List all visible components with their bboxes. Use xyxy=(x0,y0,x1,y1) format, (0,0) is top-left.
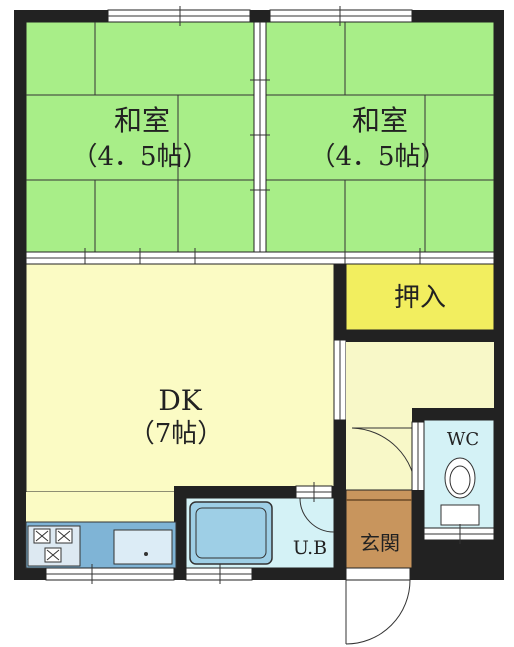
washitsu-right xyxy=(265,21,495,253)
entrance-door-swing xyxy=(345,579,411,645)
oshiire xyxy=(345,263,495,331)
washitsu-left-size: （4．5帖） xyxy=(71,142,208,172)
sink-icon xyxy=(113,529,173,565)
kitchen-counter xyxy=(25,521,177,569)
top-windows xyxy=(107,6,413,26)
washitsu-left-name: 和室 xyxy=(114,104,170,137)
genkan xyxy=(345,489,413,569)
oshiire-label: 押入 xyxy=(394,283,446,313)
washitsu-right-name: 和室 xyxy=(352,104,408,137)
dk-size: （7帖） xyxy=(129,419,224,449)
washitsu-right-size: （4．5帖） xyxy=(309,142,446,172)
wc-label: WC xyxy=(447,429,479,450)
corridor xyxy=(346,342,494,408)
washitsu-left xyxy=(25,21,255,253)
stove-icon xyxy=(33,528,73,563)
dk-name: DK xyxy=(158,384,202,417)
ub-label: U.B xyxy=(293,537,327,559)
dk-room xyxy=(25,263,335,493)
genkan-label: 玄関 xyxy=(360,531,400,555)
toilet-icon xyxy=(440,457,480,526)
